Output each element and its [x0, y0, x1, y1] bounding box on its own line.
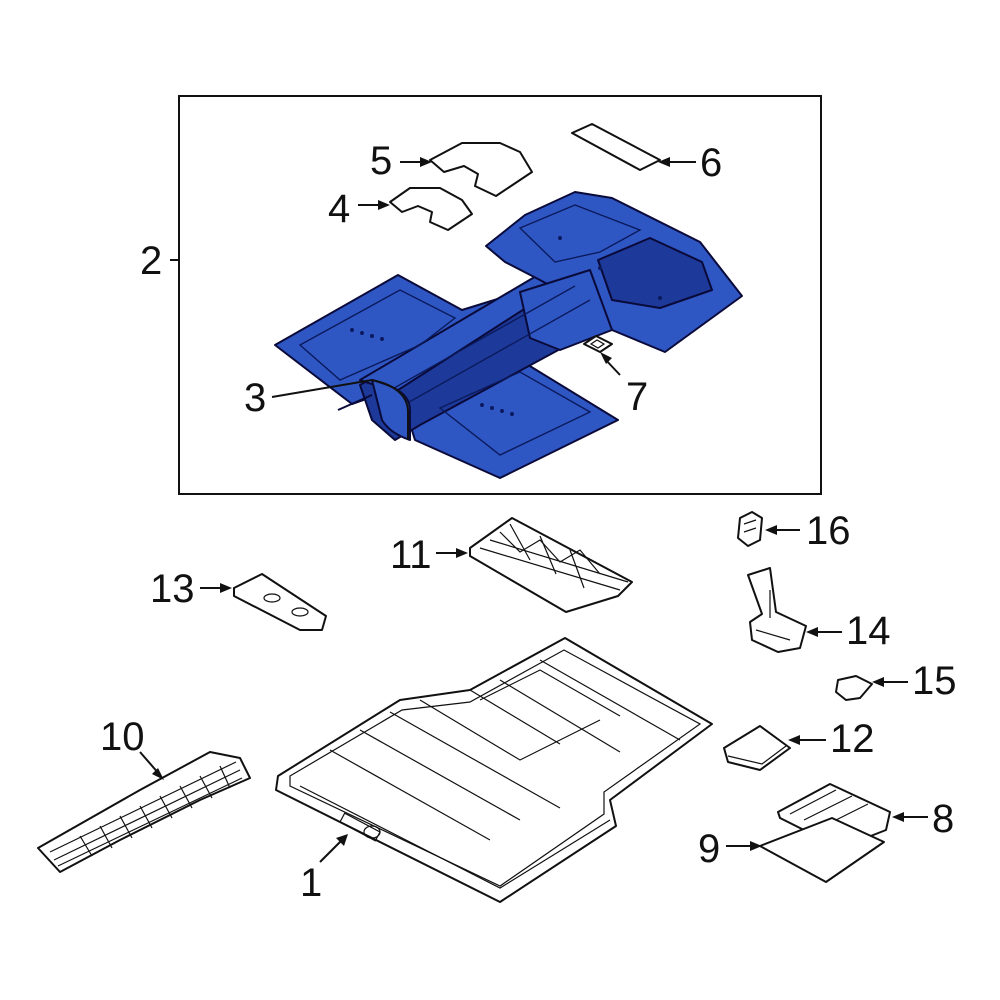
- label-1: 1: [300, 861, 322, 905]
- part-4-insulator[interactable]: [389, 187, 473, 231]
- part-12-plate[interactable]: [723, 725, 791, 771]
- part-16-clip[interactable]: [737, 511, 763, 547]
- floor-pan-assembly[interactable]: [274, 191, 743, 479]
- label-3: 3: [244, 376, 266, 420]
- label-12: 12: [830, 717, 875, 761]
- label-5: 5: [370, 139, 392, 183]
- label-10: 10: [100, 715, 145, 759]
- part-10-grille[interactable]: [37, 751, 251, 873]
- label-13: 13: [150, 567, 195, 611]
- part-1-floor-frame[interactable]: [275, 637, 713, 903]
- part-7-patch[interactable]: [583, 335, 613, 353]
- label-11: 11: [390, 533, 432, 577]
- label-4: 4: [328, 187, 350, 231]
- part-11-crossmember[interactable]: [469, 517, 633, 613]
- label-14: 14: [846, 609, 891, 653]
- part-6-insulator[interactable]: [571, 123, 661, 171]
- part-15-bracket[interactable]: [835, 675, 873, 701]
- label-8: 8: [932, 797, 954, 841]
- label-15: 15: [912, 659, 957, 703]
- label-6: 6: [700, 141, 722, 185]
- part-9-sheet[interactable]: [759, 817, 885, 883]
- part-5-insulator[interactable]: [429, 142, 533, 197]
- leader-3: [271, 379, 373, 398]
- label-16: 16: [806, 509, 851, 553]
- part-14-bracket[interactable]: [747, 567, 807, 653]
- label-7: 7: [626, 375, 648, 419]
- part-13-reinforcement[interactable]: [233, 573, 327, 631]
- label-9: 9: [698, 827, 720, 871]
- label-2: 2: [140, 239, 162, 283]
